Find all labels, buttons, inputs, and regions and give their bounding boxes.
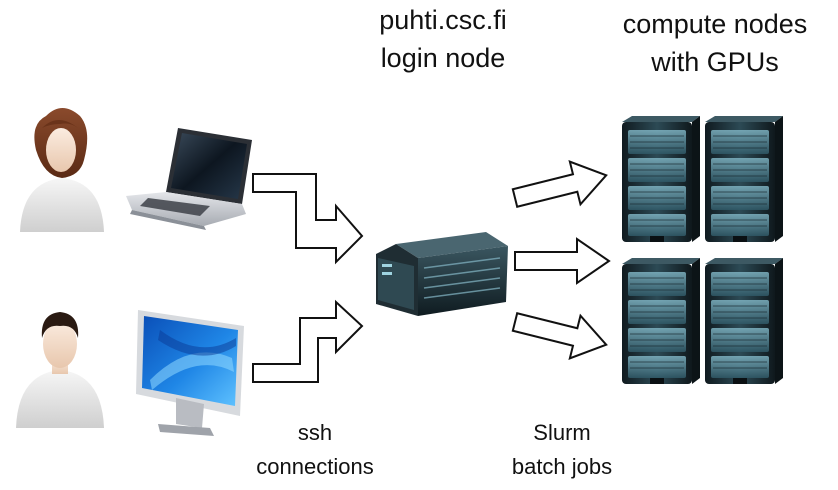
slurm-arrow-middle xyxy=(514,238,610,284)
rack-server-icon xyxy=(704,115,784,243)
slurm-arrow-upper xyxy=(508,152,613,221)
rack-server-icon xyxy=(621,257,701,385)
rack-server-icon xyxy=(704,257,784,385)
laptop-icon xyxy=(126,128,252,230)
slurm-label: Slurm xyxy=(533,420,591,445)
ssh-label: ssh xyxy=(297,420,333,445)
server-icon xyxy=(376,232,508,316)
rack-server-icon xyxy=(621,115,701,243)
ssh-connections-label: connections xyxy=(256,454,374,479)
user-male-icon xyxy=(16,312,104,428)
login-node-caption: login node xyxy=(380,43,506,73)
compute-nodes-title: compute nodes xyxy=(622,9,808,39)
slurm-arrow-lower xyxy=(508,299,613,368)
ssh-arrow-top xyxy=(252,173,364,265)
slurm-batch-jobs-label: batch jobs xyxy=(511,454,613,479)
desktop-monitor-icon xyxy=(136,310,244,436)
compute-nodes-subtitle: with GPUs xyxy=(651,47,779,77)
login-node-hostname: puhti.csc.fi xyxy=(379,5,507,35)
ssh-arrow-bottom xyxy=(252,299,364,383)
user-female-icon xyxy=(20,108,104,232)
